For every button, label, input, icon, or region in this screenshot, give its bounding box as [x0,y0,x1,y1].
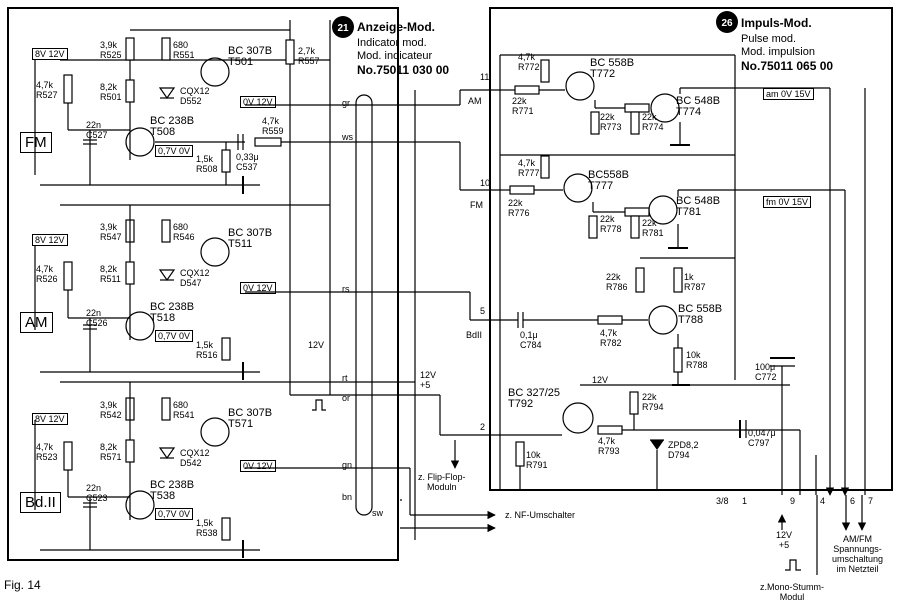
module-21-title: Anzeige-Mod. [357,20,435,34]
module-26-subtitle-en: Pulse mod. [741,33,796,45]
module-21-header: 21 Anzeige-Mod. Indicator mod. Mod. indi… [332,16,449,77]
module-26-number: 26 [721,18,733,29]
module-21-part-no: No.75011 030 00 [357,63,449,77]
module-21-subtitle-fr: Mod. indicateur [357,50,433,62]
module-21-subtitle-en: Indicator mod. [357,37,427,49]
bus-lines [40,20,400,551]
stage-3 [34,381,400,558]
interconnect-wiring [355,89,500,540]
module-26-box [489,7,893,491]
stage-1 [34,29,400,194]
module-26-circuit [499,54,866,496]
callout-arrows [777,495,867,575]
module-21-box [7,7,399,561]
module-26-title: Impuls-Mod. [741,16,812,30]
stage-2 [34,204,400,380]
module-26-header: 26 Impuls-Mod. Pulse mod. Mod. impulsion… [716,11,833,73]
module-26-subtitle-fr: Mod. impulsion [741,46,815,58]
module-26-part-no: No.75011 065 00 [741,59,833,73]
module-21-number: 21 [337,23,349,34]
